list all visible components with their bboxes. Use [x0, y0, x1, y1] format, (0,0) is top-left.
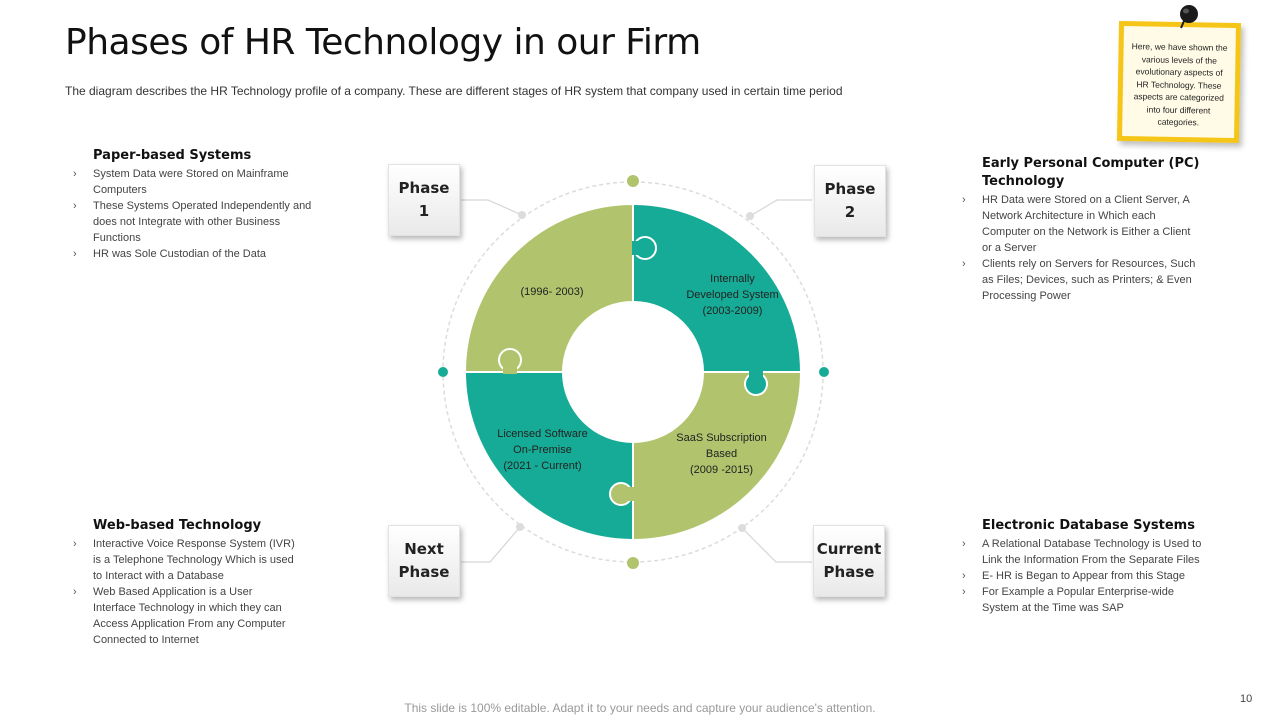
early-pc-technology-block: Early Personal Computer (PC) Technology …	[962, 155, 1202, 304]
connector-phase2	[749, 199, 812, 217]
list-item: HR Data were Stored on a Client Server, …	[962, 192, 1202, 256]
piece-label-top-right: Internally Developed System (2003-2009)	[686, 273, 779, 317]
footer-note: This slide is 100% editable. Adapt it to…	[404, 701, 876, 715]
phase-box-next: Next Phase	[388, 525, 460, 597]
center-hub	[565, 304, 701, 440]
block-heading: Web-based Technology	[93, 518, 262, 533]
push-pin-icon	[1180, 5, 1198, 29]
piece-label-bottom-right: SaaS Subscription Based (2009 -2015)	[676, 432, 767, 476]
phase-box-1: Phase 1	[388, 164, 460, 236]
ring-dot-top	[627, 175, 639, 187]
connector-dot-phase1	[518, 211, 526, 219]
connector-phase1	[461, 199, 523, 216]
page-number: 10	[1240, 693, 1253, 705]
connector-dot-current	[738, 524, 746, 532]
list-item: HR was Sole Custodian of the Data	[73, 246, 321, 262]
list-item: System Data were Stored on Mainframe Com…	[73, 166, 321, 198]
list-item: A Relational Database Technology is Used…	[962, 536, 1207, 568]
slide-title: Phases of HR Technology in our Firm	[65, 22, 701, 63]
list-item: These Systems Operated Independently and…	[73, 198, 321, 246]
paper-based-systems-block: Paper-based Systems System Data were Sto…	[73, 147, 321, 262]
list-item: Interactive Voice Response System (IVR) …	[73, 536, 298, 584]
list-item: For Example a Popular Enterprise-wide Sy…	[962, 584, 1207, 616]
puzzle-piece-bottom-left	[463, 371, 634, 542]
electronic-database-block: Electronic Database Systems A Relational…	[962, 517, 1207, 616]
list-item: Web Based Application is a User Interfac…	[73, 584, 298, 648]
piece-label-top-left: (1996- 2003)	[520, 286, 584, 298]
connector-dot-next	[516, 523, 524, 531]
list-item: E- HR is Began to Appear from this Stage	[962, 568, 1207, 584]
connector-current	[741, 527, 812, 563]
connector-dot-phase2	[746, 212, 754, 220]
ring-dot-bottom	[627, 557, 639, 569]
block-heading: Paper-based Systems	[93, 148, 252, 163]
piece-label-bottom-left: Licensed Software On-Premise (2021 - Cur…	[497, 428, 588, 472]
web-based-technology-block: Web-based Technology Interactive Voice R…	[73, 517, 298, 648]
block-heading: Early Personal Computer (PC) Technology	[982, 156, 1200, 189]
phase-box-current: Current Phase	[813, 525, 885, 597]
ring-dot-left	[438, 367, 448, 377]
puzzle-piece-bottom-right	[632, 371, 803, 542]
connector-next	[461, 526, 521, 563]
ring-dot-right	[819, 367, 829, 377]
block-heading: Electronic Database Systems	[982, 518, 1195, 533]
list-item: Clients rely on Servers for Resources, S…	[962, 256, 1202, 304]
phase-box-2: Phase 2	[814, 165, 886, 237]
puzzle-piece-top-left	[463, 202, 634, 373]
slide-subtitle: The diagram describes the HR Technology …	[65, 84, 843, 98]
puzzle-piece-top-right	[632, 202, 803, 373]
